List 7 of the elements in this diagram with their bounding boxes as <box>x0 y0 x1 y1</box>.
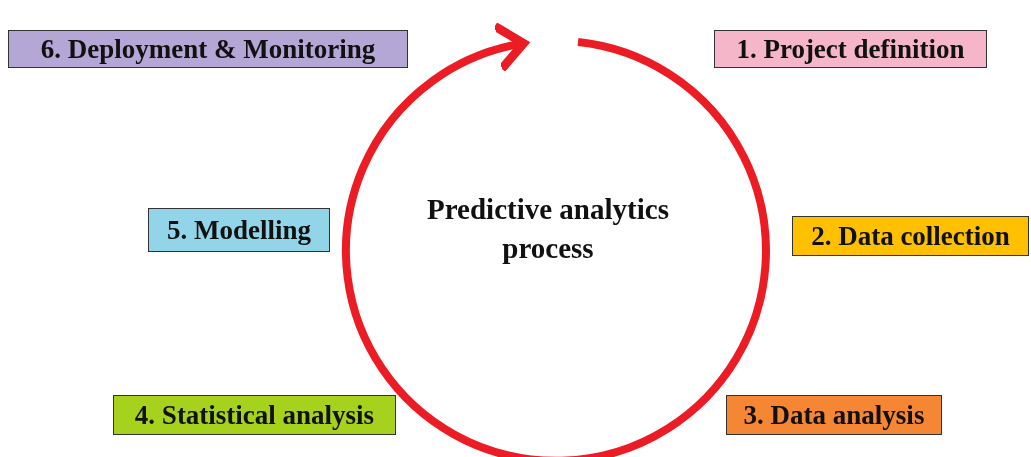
center-title: Predictive analytics process <box>398 190 698 269</box>
step-box: 5. Modelling <box>148 208 330 252</box>
step-box: 1. Project definition <box>714 30 987 68</box>
step-box: 4. Statistical analysis <box>113 395 396 435</box>
step-box: 3. Data analysis <box>726 395 942 435</box>
step-box: 6. Deployment & Monitoring <box>8 30 408 68</box>
step-box: 2. Data collection <box>792 216 1029 256</box>
